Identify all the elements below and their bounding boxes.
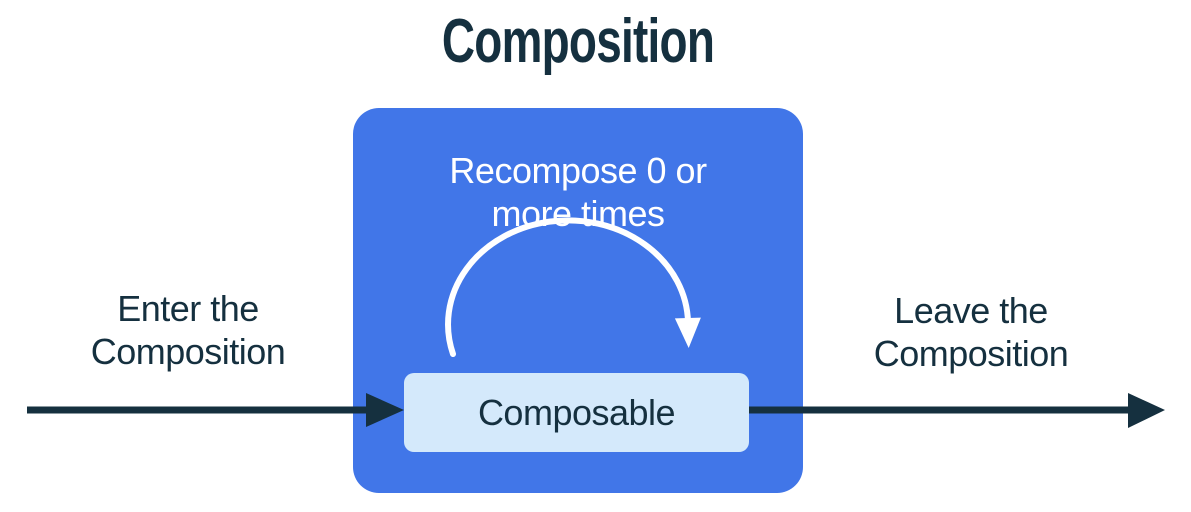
page-title: Composition bbox=[441, 7, 715, 76]
composable-box: Composable bbox=[404, 373, 749, 452]
recompose-label: Recompose 0 or more times bbox=[449, 150, 707, 234]
enter-arrow-icon bbox=[27, 393, 404, 427]
enter-label: Enter the Composition bbox=[90, 288, 286, 372]
leave-arrow-icon bbox=[749, 393, 1165, 428]
leave-label: Leave the Composition bbox=[873, 290, 1069, 374]
composable-label: Composable bbox=[477, 391, 676, 433]
